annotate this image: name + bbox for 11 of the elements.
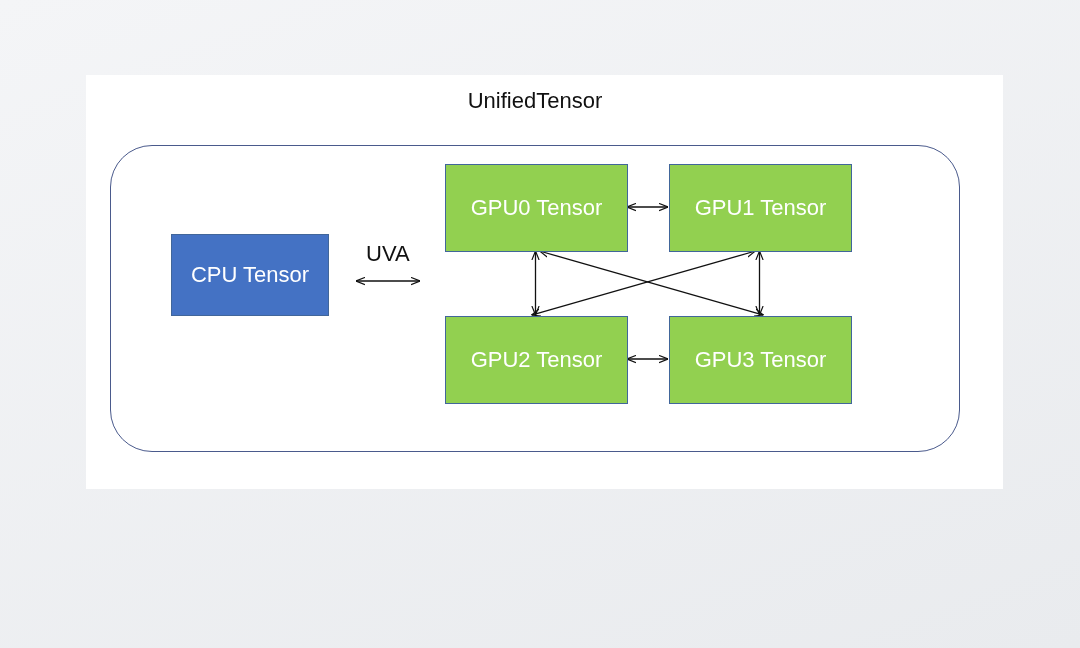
double-arrow [755, 250, 764, 316]
double-arrow [355, 276, 421, 286]
tensor-box: GPU1 Tensor [669, 164, 852, 252]
tensor-box: GPU0 Tensor [445, 164, 628, 252]
double-arrow [626, 202, 669, 212]
container-title: UnifiedTensor [466, 88, 604, 114]
double-arrow [626, 354, 669, 364]
tensor-box: CPU Tensor [171, 234, 329, 316]
double-arrow [531, 250, 540, 316]
tensor-box: GPU2 Tensor [445, 316, 628, 404]
tensor-box: GPU3 Tensor [669, 316, 852, 404]
